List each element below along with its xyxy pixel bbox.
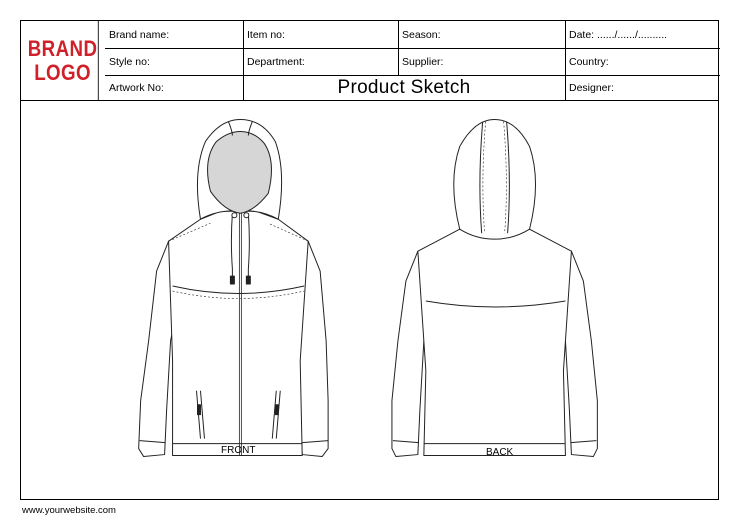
field-supplier[interactable]: Supplier:	[402, 55, 444, 68]
field-brand-name[interactable]: Brand name:	[109, 28, 170, 41]
field-department[interactable]: Department:	[247, 55, 305, 68]
logo-line-2: LOGO	[34, 60, 91, 85]
brand-logo: BRAND LOGO	[27, 21, 99, 101]
front-label: FRONT	[221, 445, 256, 456]
field-designer[interactable]: Designer:	[569, 82, 614, 94]
website-url[interactable]: www.yourwebsite.com	[22, 505, 116, 516]
back-jacket-sketch	[391, 119, 598, 458]
sketch-area	[138, 119, 598, 458]
field-style-no[interactable]: Style no:	[109, 55, 150, 68]
field-date[interactable]: Date: ....../....../..........	[569, 28, 668, 41]
back-label: BACK	[486, 447, 514, 458]
field-country[interactable]: Country:	[569, 55, 609, 68]
field-item-no[interactable]: Item no:	[247, 28, 285, 41]
grid-line	[565, 21, 566, 101]
page-title: Product Sketch	[337, 77, 471, 98]
front-jacket-sketch	[138, 119, 329, 458]
grid-line	[105, 48, 720, 49]
grid-line	[105, 75, 720, 76]
grid-line	[243, 21, 244, 101]
field-artwork-no[interactable]: Artwork No:	[109, 82, 164, 94]
logo-line-1: BRAND	[27, 36, 98, 61]
header-table: BRAND LOGO Brand name: Item no: Season: …	[21, 21, 720, 101]
field-season[interactable]: Season:	[402, 28, 441, 41]
tech-pack-sheet: BRAND LOGO Brand name: Item no: Season: …	[20, 20, 720, 500]
